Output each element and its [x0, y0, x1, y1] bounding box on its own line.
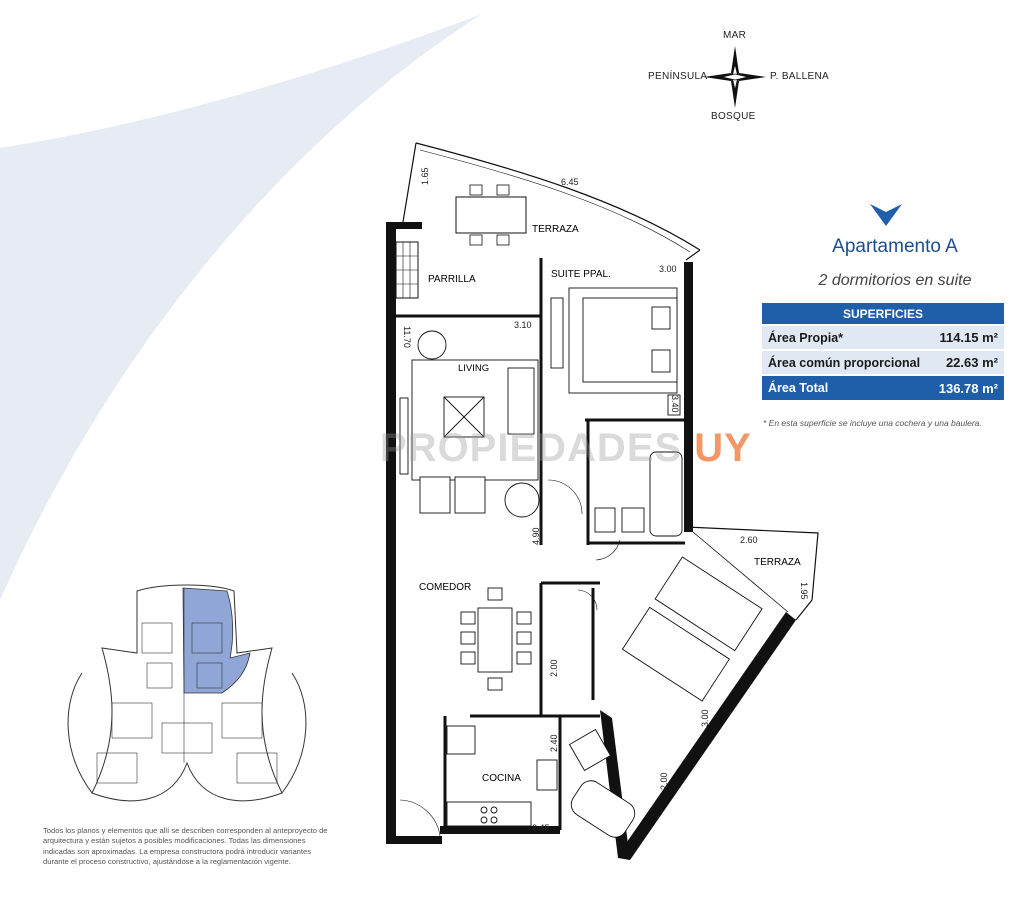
dim-1170: 11.70 — [402, 326, 412, 348]
area-comun-value: 22.63 m² — [930, 349, 1004, 375]
area-total-label: Área Total — [762, 374, 931, 400]
dim-300b: 3.00 — [700, 709, 710, 727]
dim-645: 6.45 — [561, 177, 579, 187]
unit-subtitle: 2 dormitorios en suite — [818, 272, 972, 289]
dim-260: 2.60 — [740, 535, 758, 545]
table-row-total: Área Total 136.78 m² — [762, 374, 1004, 400]
watermark-accent: UY — [694, 426, 752, 470]
room-suite: SUITE PPAL. — [551, 269, 611, 280]
superficies-table: SUPERFICIES Área Propia* 114.15 m² Área … — [762, 303, 1004, 400]
floor-plan: TERRAZA PARRILLA SUITE PPAL. LIVING COME… — [386, 142, 819, 860]
superficies-footnote: * En esta superficie se incluye una coch… — [763, 418, 982, 428]
key-plan — [67, 584, 307, 802]
dim-200c: 2.00 — [659, 772, 669, 790]
room-comedor: COMEDOR — [419, 582, 471, 593]
disclaimer-text: Todos los planos y elementos que allí se… — [43, 826, 328, 867]
dim-245: 2.45 — [532, 823, 550, 833]
room-cocina: COCINA — [482, 773, 521, 784]
dim-300a: 3.00 — [659, 264, 677, 274]
area-propia-label: Área Propia* — [762, 324, 931, 350]
compass-rose-icon — [704, 46, 766, 108]
room-terraza-right: TERRAZA — [754, 557, 801, 568]
dim-310: 3.10 — [514, 320, 532, 330]
dim-340: 3.40 — [670, 395, 680, 413]
table-row: Área Propia* 114.15 m² — [762, 324, 1004, 350]
room-parrilla: PARRILLA — [428, 274, 476, 285]
table-row: Área común proporcional 22.63 m² — [762, 349, 1004, 375]
area-comun-label: Área común proporcional — [762, 349, 931, 375]
compass-north: MAR — [723, 30, 747, 41]
compass-west: PENÍNSULA — [648, 71, 708, 82]
room-terraza-top: TERRAZA — [532, 224, 579, 235]
room-living: LIVING — [458, 363, 489, 374]
watermark: PROPIEDADES UY — [380, 426, 752, 471]
chevron-down-icon — [870, 204, 902, 226]
compass-east: P. BALLENA — [770, 71, 829, 82]
area-total-value: 136.78 m² — [930, 374, 1004, 400]
dim-195: 1.95 — [799, 582, 809, 600]
area-propia-value: 114.15 m² — [930, 324, 1004, 350]
compass-south: BOSQUE — [711, 111, 756, 122]
dim-165: 1.65 — [420, 167, 430, 185]
dim-490: 4.90 — [531, 527, 541, 545]
dim-200a: 2.00 — [549, 659, 559, 677]
dim-240: 2.40 — [549, 734, 559, 752]
watermark-text: PROPIEDADES — [380, 426, 695, 470]
superficies-header: SUPERFICIES — [842, 306, 923, 321]
unit-title: Apartamento A — [832, 236, 958, 257]
